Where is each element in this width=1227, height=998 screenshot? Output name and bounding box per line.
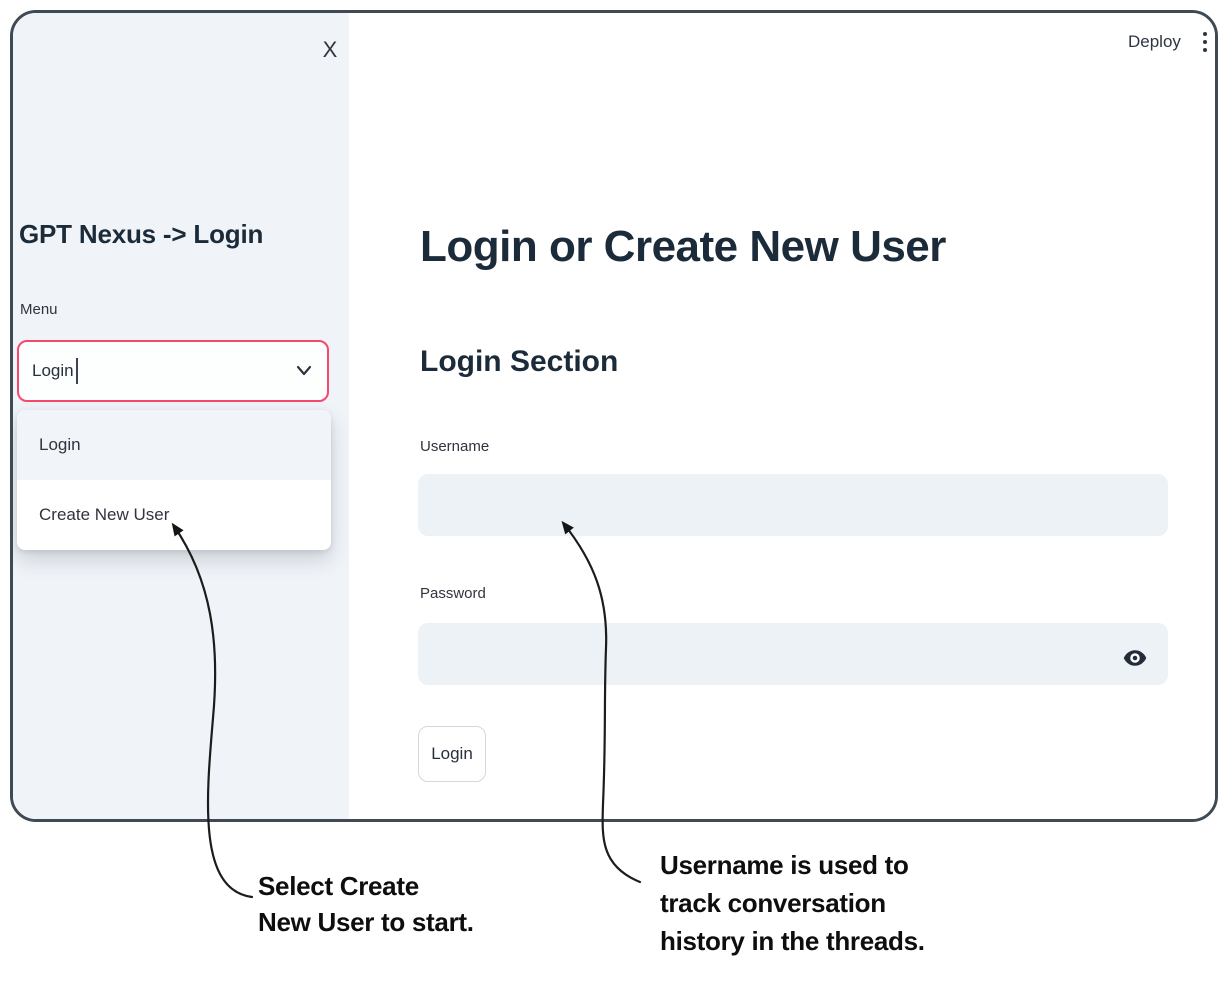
menu-dropdown: Login Create New User (17, 410, 331, 550)
app-window: X GPT Nexus -> Login Menu Login Login Cr… (10, 10, 1218, 822)
annotation-select-create: Select Create New User to start. (258, 871, 474, 937)
page-title: Login or Create New User (420, 222, 946, 271)
username-input[interactable] (418, 474, 1168, 536)
menu-selectbox[interactable]: Login (17, 340, 329, 402)
section-heading: Login Section (420, 345, 619, 378)
main-content (349, 13, 1215, 819)
username-label: Username (420, 438, 490, 455)
sidebar: X GPT Nexus -> Login Menu Login Login Cr… (13, 13, 349, 819)
text-cursor (75, 358, 78, 384)
menu-select-label: Menu (20, 301, 58, 318)
kebab-menu-icon[interactable] (1198, 32, 1212, 58)
close-icon[interactable]: X (322, 37, 338, 62)
sidebar-title: GPT Nexus -> Login (19, 219, 264, 249)
chevron-down-icon[interactable] (296, 364, 312, 382)
eye-icon[interactable] (1122, 645, 1148, 671)
dropdown-option-login[interactable]: Login (17, 410, 331, 480)
password-label: Password (420, 585, 486, 602)
login-button[interactable]: Login (418, 726, 486, 782)
password-input[interactable] (418, 623, 1168, 685)
dropdown-option-create-new-user[interactable]: Create New User (39, 505, 170, 524)
annotation-username-note: Username is used to track conversation h… (660, 850, 925, 956)
deploy-button[interactable]: Deploy (1128, 32, 1181, 51)
menu-selectbox-value: Login (32, 361, 74, 380)
